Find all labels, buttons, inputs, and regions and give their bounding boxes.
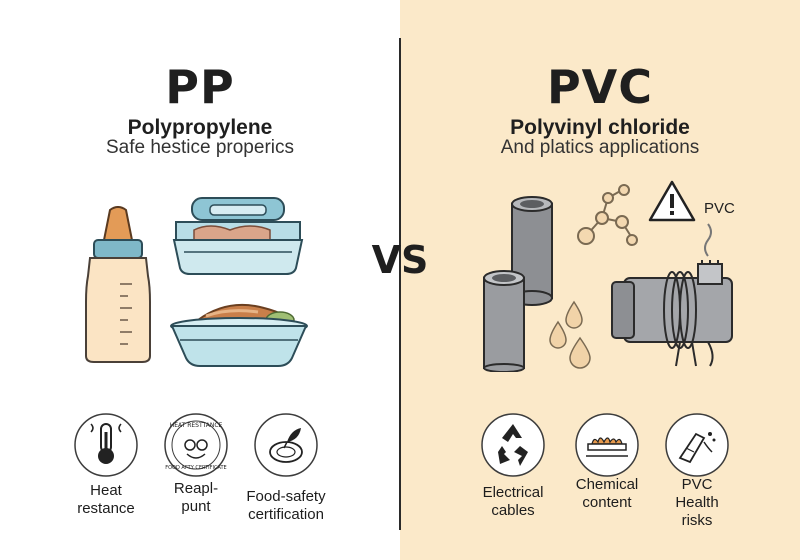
- feature-label-reapl: Reapl- punt: [173, 480, 219, 515]
- droplets-icon: [549, 300, 591, 369]
- certification-stamp-icon: HEAT RESTTANCE FOOD AFTY CERTIFICATE: [164, 413, 228, 477]
- svg-text:FOOD AFTY CERTIFICATE: FOOD AFTY CERTIFICATE: [165, 465, 226, 471]
- pvc-pipes-icon: [483, 196, 553, 372]
- feature-label-heat: Heat restance: [77, 482, 135, 517]
- leaf-plate-icon: [254, 413, 318, 477]
- pvc-tagline: And platics applications: [500, 137, 700, 158]
- food-container-icon: [172, 197, 304, 275]
- health-risk-icon: [665, 413, 729, 477]
- food-bowl-icon: [170, 303, 308, 367]
- recycle-icon: [481, 413, 545, 477]
- chemical-flames-icon: [575, 413, 639, 477]
- center-divider: [399, 38, 401, 530]
- thermometer-icon: [74, 413, 138, 477]
- warning-icon: [648, 180, 696, 222]
- pvc-panel: PVC Polyvinyl chloride And platics appli…: [400, 0, 800, 560]
- pp-subtitle: Polypropylene: [127, 116, 273, 139]
- vs-label: VS: [371, 238, 429, 282]
- pp-panel: PP Polypropylene Safe hestice properics: [74, 60, 326, 523]
- baby-bottle-icon: [85, 206, 151, 363]
- pp-tagline: Safe hestice properics: [106, 137, 294, 158]
- feature-label-food-safety: Food-safety certification: [246, 488, 326, 523]
- molecule-icon: [577, 184, 638, 246]
- pvc-title: PVC: [546, 60, 654, 114]
- feature-label-health: PVC Health risks: [675, 476, 719, 529]
- feature-label-electrical: Electrical cables: [482, 484, 544, 519]
- pp-title: PP: [165, 60, 235, 114]
- svg-text:HEAT RESTTANCE: HEAT RESTTANCE: [170, 422, 223, 429]
- feature-label-chemical: Chemical content: [575, 476, 639, 511]
- pvc-subtitle: Polyvinyl chloride: [510, 116, 690, 139]
- pvc-hazard-label: PVC: [704, 200, 735, 217]
- cable-machine-icon: [611, 223, 733, 367]
